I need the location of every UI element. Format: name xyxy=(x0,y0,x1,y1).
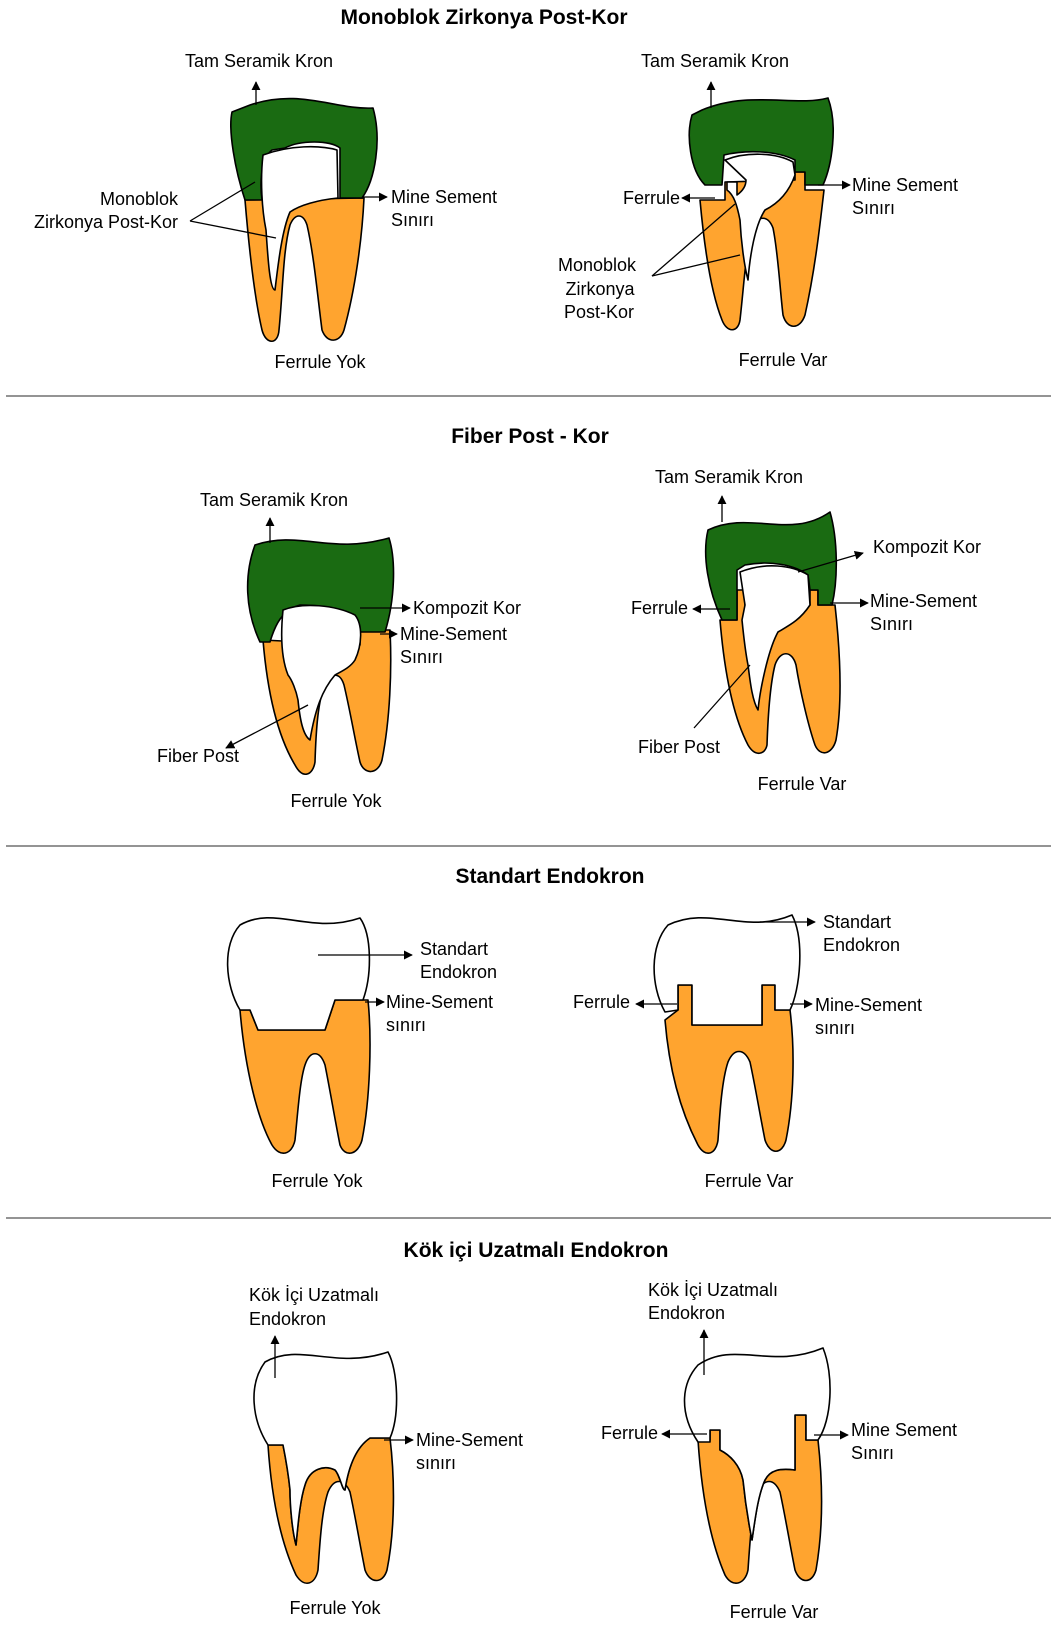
mse-label-line-1: Mine Sement xyxy=(852,175,958,195)
endo-label-line-2: Endokron xyxy=(249,1309,326,1329)
endo-label-line-2: Endokron xyxy=(823,935,900,955)
section-uzatmali-endokron: Kök içi Uzatmalı Endokron Kök İçi Uzatma… xyxy=(249,1239,957,1622)
caption: Ferrule Var xyxy=(705,1171,794,1191)
endokron xyxy=(654,915,800,1025)
mse-label-line-2: Sınırı xyxy=(851,1443,894,1463)
caption: Ferrule Var xyxy=(739,350,828,370)
caption: Ferrule Yok xyxy=(289,1598,381,1618)
mse-label-line-2: Sınırı xyxy=(852,198,895,218)
endo-label-line-2: Endokron xyxy=(420,962,497,982)
section-standart-endokron: Standart Endokron Standart Endokron Mine… xyxy=(228,865,922,1191)
crown-label: Tam Seramik Kron xyxy=(200,490,348,510)
section-fiber-post: Fiber Post - Kor Tam Seramik Kron Kompoz… xyxy=(157,425,981,811)
tooth-root xyxy=(245,198,364,341)
mse-label-line-1: Mine-Sement xyxy=(416,1430,523,1450)
post-label: Fiber Post xyxy=(638,737,720,757)
ferrule-label: Ferrule xyxy=(623,188,680,208)
mse-label-line-2: sınırı xyxy=(386,1015,426,1035)
mse-label-line-1: Mine Sement xyxy=(851,1420,957,1440)
tooth-endokron-no-ferrule: Standart Endokron Mine-Sement sınırı Fer… xyxy=(228,918,497,1191)
caption: Ferrule Yok xyxy=(290,791,382,811)
tooth-endokron-ferrule: Standart Endokron Ferrule Mine-Sement sı… xyxy=(573,912,922,1191)
endo-label-line-2: Endokron xyxy=(648,1303,725,1323)
section-monoblok: Monoblok Zirkonya Post-Kor Tam Seramik K… xyxy=(34,6,958,372)
post-label-line-2: Zirkonya xyxy=(565,279,635,299)
endo-label-line-1: Kök İçi Uzatmalı xyxy=(249,1285,379,1305)
mse-label-line-2: Sınırı xyxy=(391,210,434,230)
crown-label: Tam Seramik Kron xyxy=(641,51,789,71)
section-title: Standart Endokron xyxy=(455,865,644,888)
tooth-fiber-ferrule: Tam Seramik Kron Kompozit Kor Ferrule Mi… xyxy=(631,467,981,794)
crown-label: Tam Seramik Kron xyxy=(185,51,333,71)
mse-label-line-2: Sınırı xyxy=(400,647,443,667)
caption: Ferrule Var xyxy=(758,774,847,794)
tooth-uzatmali-no-ferrule: Kök İçi Uzatmalı Endokron Mine-Sement sı… xyxy=(249,1285,523,1618)
tooth-fiber-no-ferrule: Tam Seramik Kron Kompozit Kor Mine-Semen… xyxy=(157,490,521,811)
mse-label-line-1: Mine-Sement xyxy=(400,624,507,644)
caption: Ferrule Var xyxy=(730,1602,819,1622)
core-label: Kompozit Kor xyxy=(413,598,521,618)
mse-label-line-1: Mine-Sement xyxy=(386,992,493,1012)
section-title: Fiber Post - Kor xyxy=(451,425,609,448)
mse-label-line-2: sınırı xyxy=(416,1453,456,1473)
endo-label-line-1: Standart xyxy=(420,939,488,959)
section-title: Monoblok Zirkonya Post-Kor xyxy=(340,6,627,29)
caption: Ferrule Yok xyxy=(274,352,366,372)
endo-label-line-1: Kök İçi Uzatmalı xyxy=(648,1280,778,1300)
crown-label: Tam Seramik Kron xyxy=(655,467,803,487)
ferrule-label: Ferrule xyxy=(631,598,688,618)
post-label: Fiber Post xyxy=(157,746,239,766)
section-title: Kök içi Uzatmalı Endokron xyxy=(404,1239,669,1262)
mse-label-line-1: Mine Sement xyxy=(391,187,497,207)
mse-label-line-1: Mine-Sement xyxy=(870,591,977,611)
ferrule-label: Ferrule xyxy=(573,992,630,1012)
core-label: Kompozit Kor xyxy=(873,537,981,557)
post-label-line-3: Post-Kor xyxy=(564,302,634,322)
endo-label-line-1: Standart xyxy=(823,912,891,932)
tooth-monoblok-no-ferrule: Tam Seramik Kron Monoblok Zirkonya Post-… xyxy=(34,51,497,372)
mse-label-line-2: sınırı xyxy=(815,1018,855,1038)
mse-label-line-1: Mine-Sement xyxy=(815,995,922,1015)
ferrule-label: Ferrule xyxy=(601,1423,658,1443)
post-label-line-1: Monoblok xyxy=(558,255,637,275)
post-label-line-1: Monoblok xyxy=(100,189,179,209)
caption: Ferrule Yok xyxy=(271,1171,363,1191)
tooth-uzatmali-ferrule: Kök İçi Uzatmalı Endokron Ferrule Mine S… xyxy=(601,1280,957,1622)
post-label-line-2: Zirkonya Post-Kor xyxy=(34,212,178,232)
tooth-monoblok-ferrule: Tam Seramik Kron Ferrule Mine Sement Sın… xyxy=(558,51,958,370)
mse-label-line-2: Sınırı xyxy=(870,614,913,634)
